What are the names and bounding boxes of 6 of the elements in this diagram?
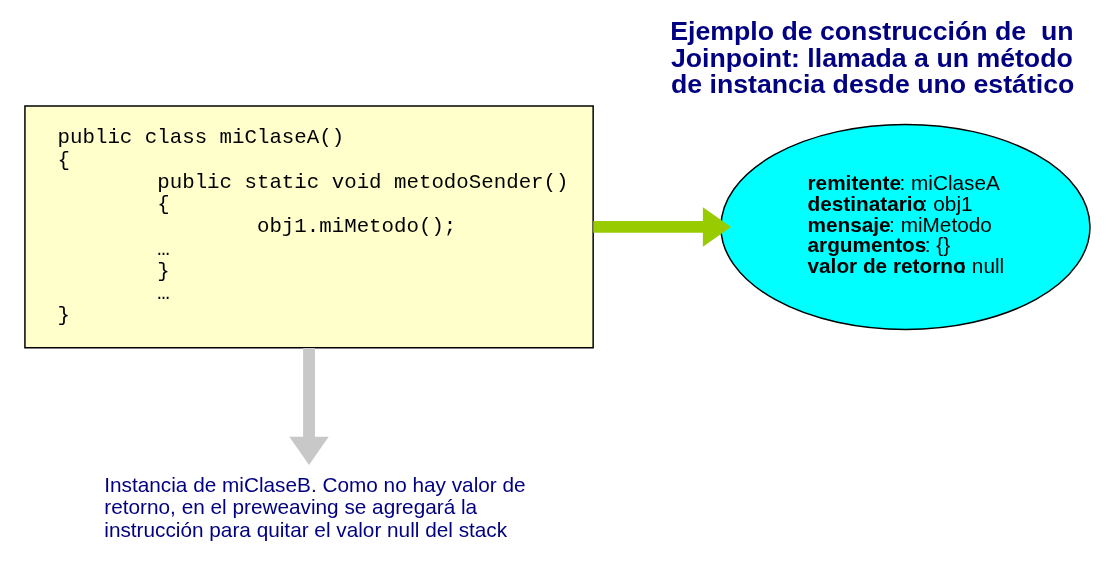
arrow [289,347,329,465]
arrow [593,207,732,247]
node-box: public class miClaseA() { public static void metodoSender() { obj1.miMetodo(); … } … } [24,105,594,349]
node-ellipse: remitente: miClaseA destinatario: obj1 mensaje: miMetodo argumentos: {} valor de retorno: null [720,123,1091,331]
node-text: Instancia de miClaseB. Como no hay valor de retorno, en el preweaving se agregará la instrucción para quitar el valor null del stack [104,473,526,541]
diagram-title: Ejemplo de construcción de un Joinpoint: llamada a un método de instancia desde uno estático [670,15,1075,100]
